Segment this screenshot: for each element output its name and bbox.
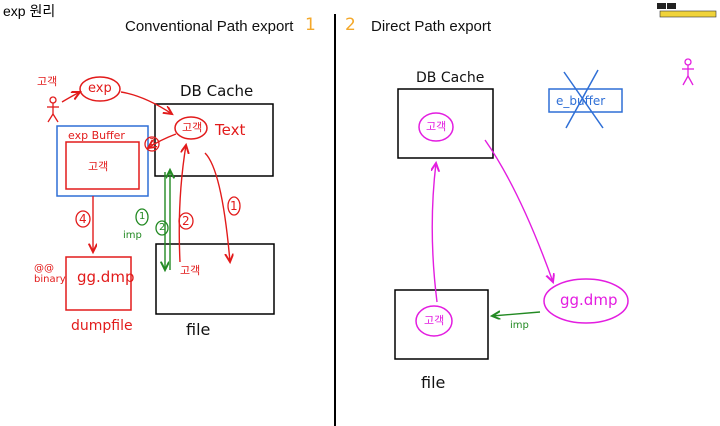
left-dumpfile-box xyxy=(65,256,132,311)
step1-label: 1 xyxy=(230,199,238,213)
right-db-cache-box xyxy=(397,88,494,159)
e-buffer-cross-out xyxy=(563,69,604,129)
left-db-cache-label: DB Cache xyxy=(180,82,254,100)
exp-buffer-label: exp Buffer xyxy=(68,129,125,142)
cache-to-buffer-arrow xyxy=(148,133,177,148)
right-dump-bubble xyxy=(543,278,629,324)
left-file-box xyxy=(155,243,275,315)
left-db-cache-box xyxy=(154,103,274,177)
cache-to-dump-arrow xyxy=(484,139,553,282)
right-cache-customer-text: 고객 xyxy=(426,120,447,133)
exp-to-cache-arrow xyxy=(120,91,172,114)
right-heading-number: 2 xyxy=(345,15,356,35)
left-cache-customer-circle xyxy=(174,116,208,140)
cache-to-file-arrow-step1 xyxy=(204,152,230,262)
e-buffer-box xyxy=(548,88,623,113)
right-user-figure xyxy=(682,58,694,86)
left-file-customer-text: 고객 xyxy=(180,264,201,277)
step4-circle xyxy=(75,210,91,228)
right-heading: Direct Path export xyxy=(371,18,492,35)
left-heading-number: 1 xyxy=(305,15,316,35)
exp-label: exp xyxy=(88,81,112,96)
exp-buffer-inner-box xyxy=(65,141,140,190)
e-buffer-label: e_buffer xyxy=(556,94,606,108)
page-title: exp 원리 xyxy=(3,3,56,19)
right-cache-customer-circle xyxy=(418,112,454,142)
step2-label: 2 xyxy=(182,214,190,228)
left-file-caption: file xyxy=(186,320,211,339)
right-file-customer-text: 고객 xyxy=(424,314,445,327)
step2-circle xyxy=(178,212,194,230)
exp-bubble xyxy=(79,76,121,102)
left-dump-label: gg.dmp xyxy=(77,268,135,286)
left-user-figure xyxy=(47,96,59,123)
exp-buffer-outer-box xyxy=(56,125,149,197)
left-user-label: 고객 xyxy=(37,75,58,88)
step3-label: 3 xyxy=(149,137,156,148)
left-heading: Conventional Path export xyxy=(125,18,294,35)
step3-circle xyxy=(144,136,160,152)
buffer-customer-text: 고객 xyxy=(88,160,109,173)
green-step1-circle xyxy=(135,208,149,226)
step4-label: 4 xyxy=(79,212,87,226)
left-imp-label: imp xyxy=(123,230,142,241)
right-file-box xyxy=(394,289,489,360)
right-file-caption: file xyxy=(421,373,446,392)
step1-circle xyxy=(227,196,241,216)
green-step2-label: 2 xyxy=(159,222,166,233)
file-to-cache-arrow-step2 xyxy=(178,145,186,263)
right-imp-arrow xyxy=(492,312,541,316)
left-text-label: Text xyxy=(215,121,246,139)
watermark-logo-icon xyxy=(656,1,718,19)
left-cache-customer-text: 고객 xyxy=(182,121,203,134)
right-db-cache-label: DB Cache xyxy=(416,70,485,86)
green-step1-label: 1 xyxy=(139,211,146,222)
right-file-customer-circle xyxy=(415,305,453,337)
right-imp-label: imp xyxy=(510,320,529,331)
green-step2-circle xyxy=(155,220,169,236)
right-dump-label: gg.dmp xyxy=(560,291,618,309)
file-to-cache-arrow xyxy=(432,163,437,303)
binary-label: @@ binary xyxy=(34,263,66,285)
user-to-exp-arrow xyxy=(61,92,80,103)
dumpfile-caption: dumpfile xyxy=(71,318,133,334)
